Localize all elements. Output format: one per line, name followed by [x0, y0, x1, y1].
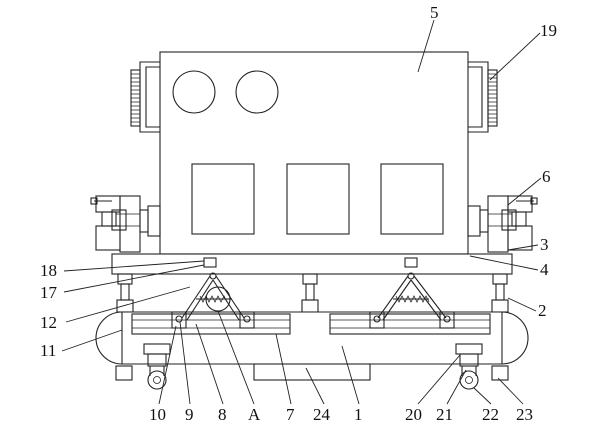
label-A: A: [248, 405, 261, 424]
panel-window-2: [286, 163, 350, 235]
label-12: 12: [40, 313, 57, 332]
label-7: 7: [286, 405, 295, 424]
label-6: 6: [542, 167, 551, 186]
panel-window-1: [191, 163, 255, 235]
left-foot: [115, 365, 133, 381]
left-heat-sink: [130, 61, 160, 133]
right-scissor-linkage: [369, 272, 455, 329]
round-port-right: [235, 70, 279, 114]
right-foot: [491, 365, 509, 381]
left-scissor-linkage: [171, 272, 255, 329]
label-2: 2: [538, 301, 547, 320]
right-column: [491, 273, 509, 313]
panel-window-3: [380, 163, 444, 235]
label-21: 21: [436, 405, 453, 424]
right-rail: [329, 313, 491, 335]
label-10: 10: [149, 405, 166, 424]
left-rail: [131, 313, 291, 335]
label-23: 23: [516, 405, 533, 424]
reference-labels: 5 19 6 3 4 2 18 17 12 11 10 9 8 A 7 24 1…: [40, 3, 557, 424]
label-19: 19: [540, 21, 557, 40]
left-caster: [143, 343, 171, 390]
label-11: 11: [40, 341, 56, 360]
label-24: 24: [313, 405, 331, 424]
bottom-box: [253, 363, 371, 381]
label-22: 22: [482, 405, 499, 424]
middle-column: [301, 273, 319, 313]
label-5: 5: [430, 3, 439, 22]
label-9: 9: [185, 405, 194, 424]
label-3: 3: [540, 235, 549, 254]
cabinet-body: [159, 51, 469, 255]
label-8: 8: [218, 405, 227, 424]
leader-lines: [61, 19, 542, 405]
label-17: 17: [40, 283, 58, 302]
left-column: [116, 273, 134, 313]
label-4: 4: [540, 260, 549, 279]
label-20: 20: [405, 405, 422, 424]
right-heat-sink: [468, 61, 498, 133]
right-clamp-assembly: [467, 195, 538, 253]
label-18: 18: [40, 261, 57, 280]
left-clamp-assembly: [90, 195, 161, 253]
label-1: 1: [354, 405, 363, 424]
round-port-left: [172, 70, 216, 114]
